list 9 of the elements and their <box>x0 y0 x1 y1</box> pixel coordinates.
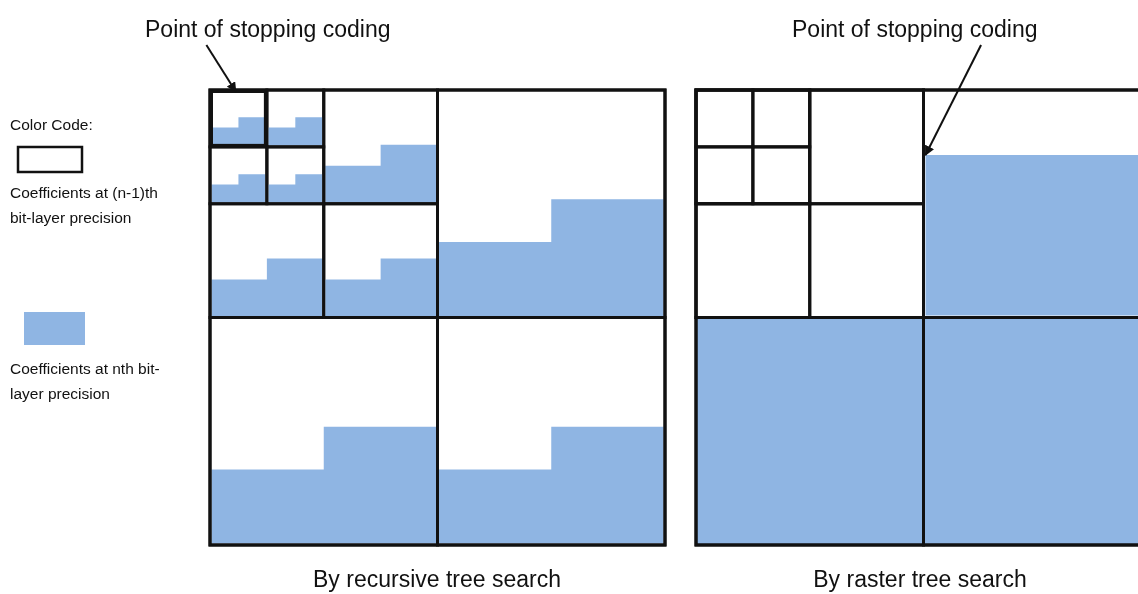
callout-text: Point of stopping coding <box>792 16 1038 43</box>
figure-caption: By raster tree search <box>813 566 1027 593</box>
legend-text: Coefficients at (n-1)th bit-layer precision <box>10 183 159 228</box>
leader-arrow <box>924 44 983 156</box>
legend-heading: Color Code: <box>10 115 93 135</box>
figure-caption: By recursive tree search <box>313 566 561 593</box>
subband-cell <box>210 90 267 147</box>
callout-text: Point of stopping coding <box>145 16 391 43</box>
legend-text: Coefficients at nth bit-layer precision <box>10 359 161 404</box>
